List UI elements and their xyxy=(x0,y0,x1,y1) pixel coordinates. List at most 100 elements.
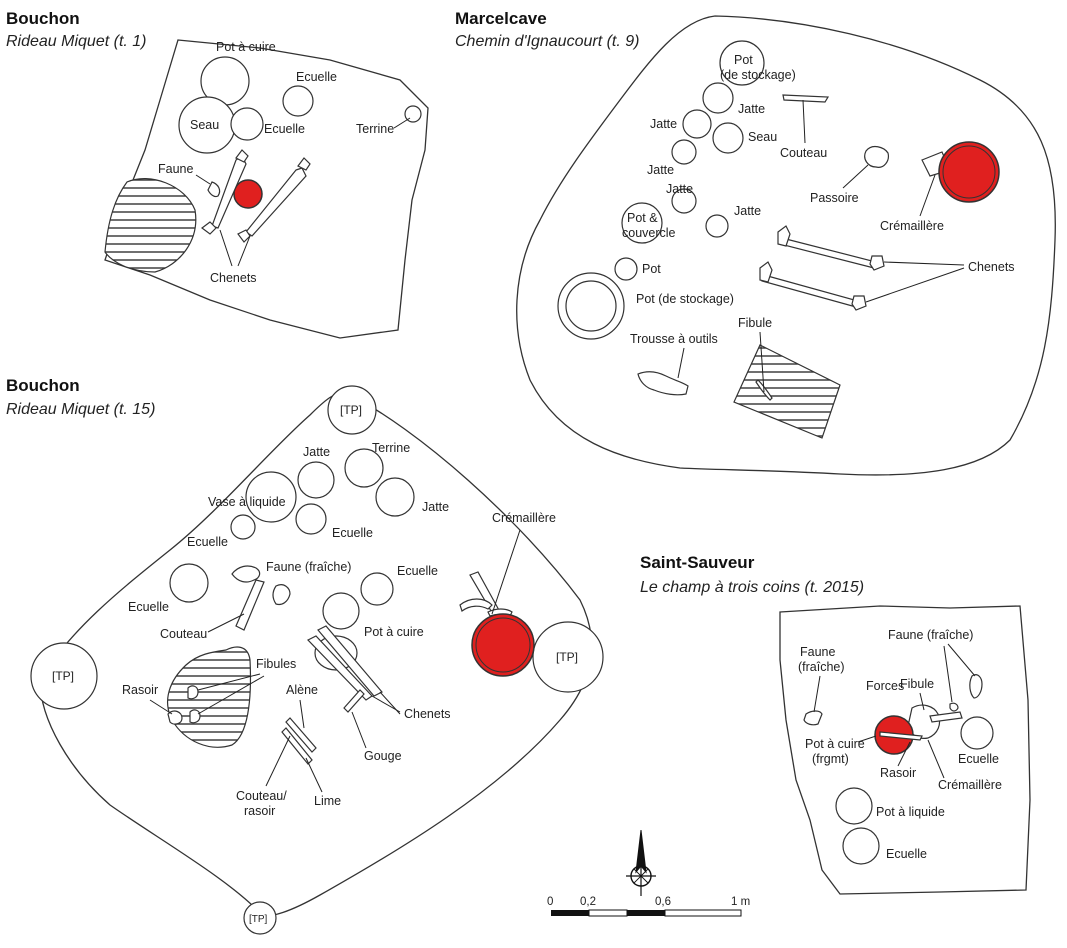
vessel-jatte xyxy=(297,461,335,499)
vessel-terrine xyxy=(404,105,422,123)
vessel-ecuelle xyxy=(282,85,314,117)
cremaillere-rim xyxy=(942,145,996,199)
label-faune: Faune xyxy=(158,162,193,176)
label-cremaillere: Crémaillère xyxy=(938,778,1002,792)
label-ecuelle: Ecuelle xyxy=(332,526,373,540)
label-pot: Pot xyxy=(734,53,753,67)
vessel-jatte xyxy=(671,188,697,214)
site-subtitle-marcelcave: Chemin d'Ignaucourt (t. 9) xyxy=(455,33,639,50)
label-jatte: Jatte xyxy=(734,204,761,218)
vessel-jatte xyxy=(705,214,729,238)
scale-label-0: 0 xyxy=(547,896,553,908)
label-pot-a-cuire: Pot à cuire xyxy=(216,40,276,54)
label-vase-a-liquide: Vase à liquide xyxy=(208,495,286,509)
label-ecuelle: Ecuelle xyxy=(128,600,169,614)
label-rasoir: Rasoir xyxy=(122,683,158,697)
knife-couteau xyxy=(782,94,830,103)
post-hole-tp xyxy=(30,642,98,710)
andiron-chenet xyxy=(777,225,885,271)
forces-shears xyxy=(929,711,963,723)
vessel-ecuelle xyxy=(230,107,264,141)
label-ecuelle: Ecuelle xyxy=(958,752,999,766)
andiron-chenet xyxy=(201,149,249,235)
cremaillere-bar xyxy=(879,731,923,741)
knife-couteau xyxy=(235,579,265,631)
post-hole-tp xyxy=(532,621,604,693)
label-pot-a-liquide: Pot à liquide xyxy=(876,805,945,819)
vessel-terrine xyxy=(344,448,384,488)
scale-segment xyxy=(588,909,628,917)
label-faune: Faune xyxy=(800,645,835,659)
label-couvercle: couvercle xyxy=(622,226,676,240)
vessel-pot-a-liquide xyxy=(835,787,873,825)
label-fibule: Fibule xyxy=(900,677,934,691)
vessel-jatte xyxy=(702,82,734,114)
hatched-area xyxy=(733,344,841,439)
label-forces: Forces xyxy=(866,679,904,693)
label-tp: [TP] xyxy=(249,914,268,925)
label-gouge: Gouge xyxy=(364,749,402,763)
vessel-seau xyxy=(712,122,744,154)
red-cremaillere-marker xyxy=(233,179,263,209)
awl-alene xyxy=(285,717,317,753)
vessel-ecuelle xyxy=(960,716,994,750)
label-lime: Lime xyxy=(314,794,341,808)
vessel-pot-de-stockage xyxy=(719,40,765,86)
label-jatte: Jatte xyxy=(303,445,330,459)
site-title-marcelcave: Marcelcave xyxy=(455,9,547,28)
plan-marcelcave-t9: Marcelcave Chemin d'Ignaucourt (t. 9) P xyxy=(455,9,1056,476)
vessel-jatte xyxy=(375,477,415,517)
vessel-pot-couvercle xyxy=(621,202,663,244)
hatched-area xyxy=(104,178,197,273)
vessel-jatte xyxy=(682,109,712,139)
label-seau: Seau xyxy=(748,130,777,144)
label-couteau-rasoir: Couteau/ xyxy=(236,789,287,803)
label-ecuelle: Ecuelle xyxy=(397,564,438,578)
cremaillere-rim xyxy=(475,617,531,673)
strainer-passoire xyxy=(864,145,889,168)
label-frgmt: (frgmt) xyxy=(812,752,849,766)
vessel-ecuelle xyxy=(842,827,880,865)
label-couteau: Couteau xyxy=(160,627,207,641)
scale-segment xyxy=(627,910,665,916)
label-fibule: Fibule xyxy=(738,316,772,330)
post-hole-tp xyxy=(327,385,377,435)
label-terrine: Terrine xyxy=(356,122,394,136)
site-title-bouchon-t15: Bouchon xyxy=(6,376,80,395)
label-ecuelle: Ecuelle xyxy=(187,535,228,549)
label-tp: [TP] xyxy=(556,650,578,664)
label-rasoir-line2: rasoir xyxy=(244,804,275,818)
grave-outline-bouchon-t15 xyxy=(39,391,593,917)
andiron-chenet xyxy=(237,157,311,243)
scale-bar: 0 0,2 0,6 1 m xyxy=(547,896,750,917)
north-arrow-icon xyxy=(626,829,656,896)
red-cremaillere-marker xyxy=(938,141,1000,203)
label-jatte: Jatte xyxy=(650,117,677,131)
red-cremaillere-marker xyxy=(471,613,535,677)
scale-segment xyxy=(551,910,589,916)
vessel-ecuelle xyxy=(169,563,209,603)
site-title-saint-sauveur: Saint-Sauveur xyxy=(640,553,755,572)
vessel-ecuelle xyxy=(360,572,394,606)
plan-bouchon-t1: Bouchon Rideau Miquet (t. 1) Pot à cuire… xyxy=(6,9,429,339)
scale-label-1m: 1 m xyxy=(731,896,750,908)
label-couteau: Couteau xyxy=(780,146,827,160)
fauna-object xyxy=(231,565,261,583)
label-cremaillere: Crémaillère xyxy=(492,511,556,525)
label-pot: Pot xyxy=(642,262,661,276)
label-fibules: Fibules xyxy=(256,657,296,671)
label-cremaillere: Crémaillère xyxy=(880,219,944,233)
post-hole-tp xyxy=(243,901,277,935)
vessel-ecuelle xyxy=(230,514,256,540)
andiron-chenet xyxy=(759,261,867,311)
label-terrine: Terrine xyxy=(372,441,410,455)
andiron-chenet xyxy=(317,625,383,697)
faune-object xyxy=(207,181,221,198)
fibule-object xyxy=(187,685,199,700)
label-chenets: Chenets xyxy=(968,260,1015,274)
label-faune-fraiche: Faune (fraîche) xyxy=(266,560,351,574)
label-jatte: Jatte xyxy=(738,102,765,116)
label-alene: Alène xyxy=(286,683,318,697)
scale-label-02: 0,2 xyxy=(580,896,596,908)
